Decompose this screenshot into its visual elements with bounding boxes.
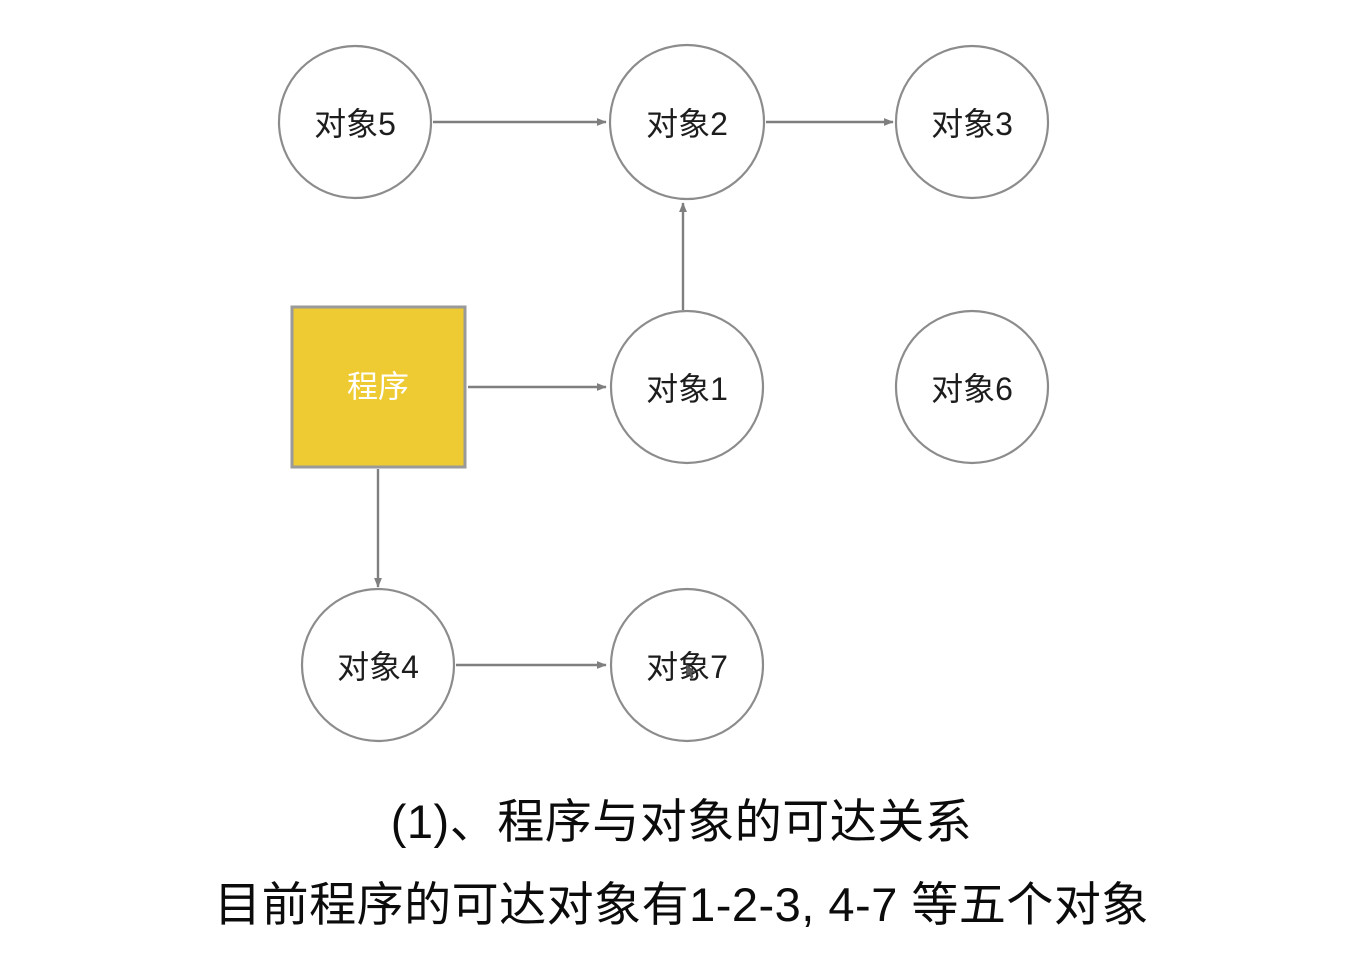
node-obj2[interactable]: 对象2 <box>608 43 766 201</box>
node-label-obj1: 对象1 <box>646 371 728 407</box>
node-label-obj3: 对象3 <box>931 106 1013 142</box>
node-label-obj4: 对象4 <box>337 649 419 685</box>
node-label-obj7: 对象7 <box>646 649 728 685</box>
node-label-obj5: 对象5 <box>314 106 396 142</box>
node-label-obj6: 对象6 <box>931 371 1013 407</box>
node-circle-obj6[interactable] <box>894 309 1050 465</box>
program-node[interactable]: 程序 <box>290 305 467 469</box>
node-obj5[interactable]: 对象5 <box>277 44 433 200</box>
node-obj7[interactable]: 对象7 <box>609 587 765 743</box>
node-circle-obj4[interactable] <box>300 587 456 743</box>
caption-line-2: 目前程序的可达对象有1-2-3, 4-7 等五个对象 <box>214 878 1149 931</box>
edge-layer <box>374 118 894 669</box>
node-circle-obj5[interactable] <box>277 44 433 200</box>
node-circle-obj3[interactable] <box>894 44 1050 200</box>
node-obj1[interactable]: 对象1 <box>609 309 765 465</box>
program-label: 程序 <box>347 370 409 405</box>
node-circle-obj2[interactable] <box>608 43 766 201</box>
node-obj4[interactable]: 对象4 <box>300 587 456 743</box>
program-rect[interactable] <box>290 305 467 469</box>
node-label-obj2: 对象2 <box>646 106 728 142</box>
node-obj3[interactable]: 对象3 <box>894 44 1050 200</box>
node-circle-obj1[interactable] <box>609 309 765 465</box>
node-obj6[interactable]: 对象6 <box>894 309 1050 465</box>
caption-line-1: (1)、程序与对象的可达关系 <box>390 795 973 848</box>
